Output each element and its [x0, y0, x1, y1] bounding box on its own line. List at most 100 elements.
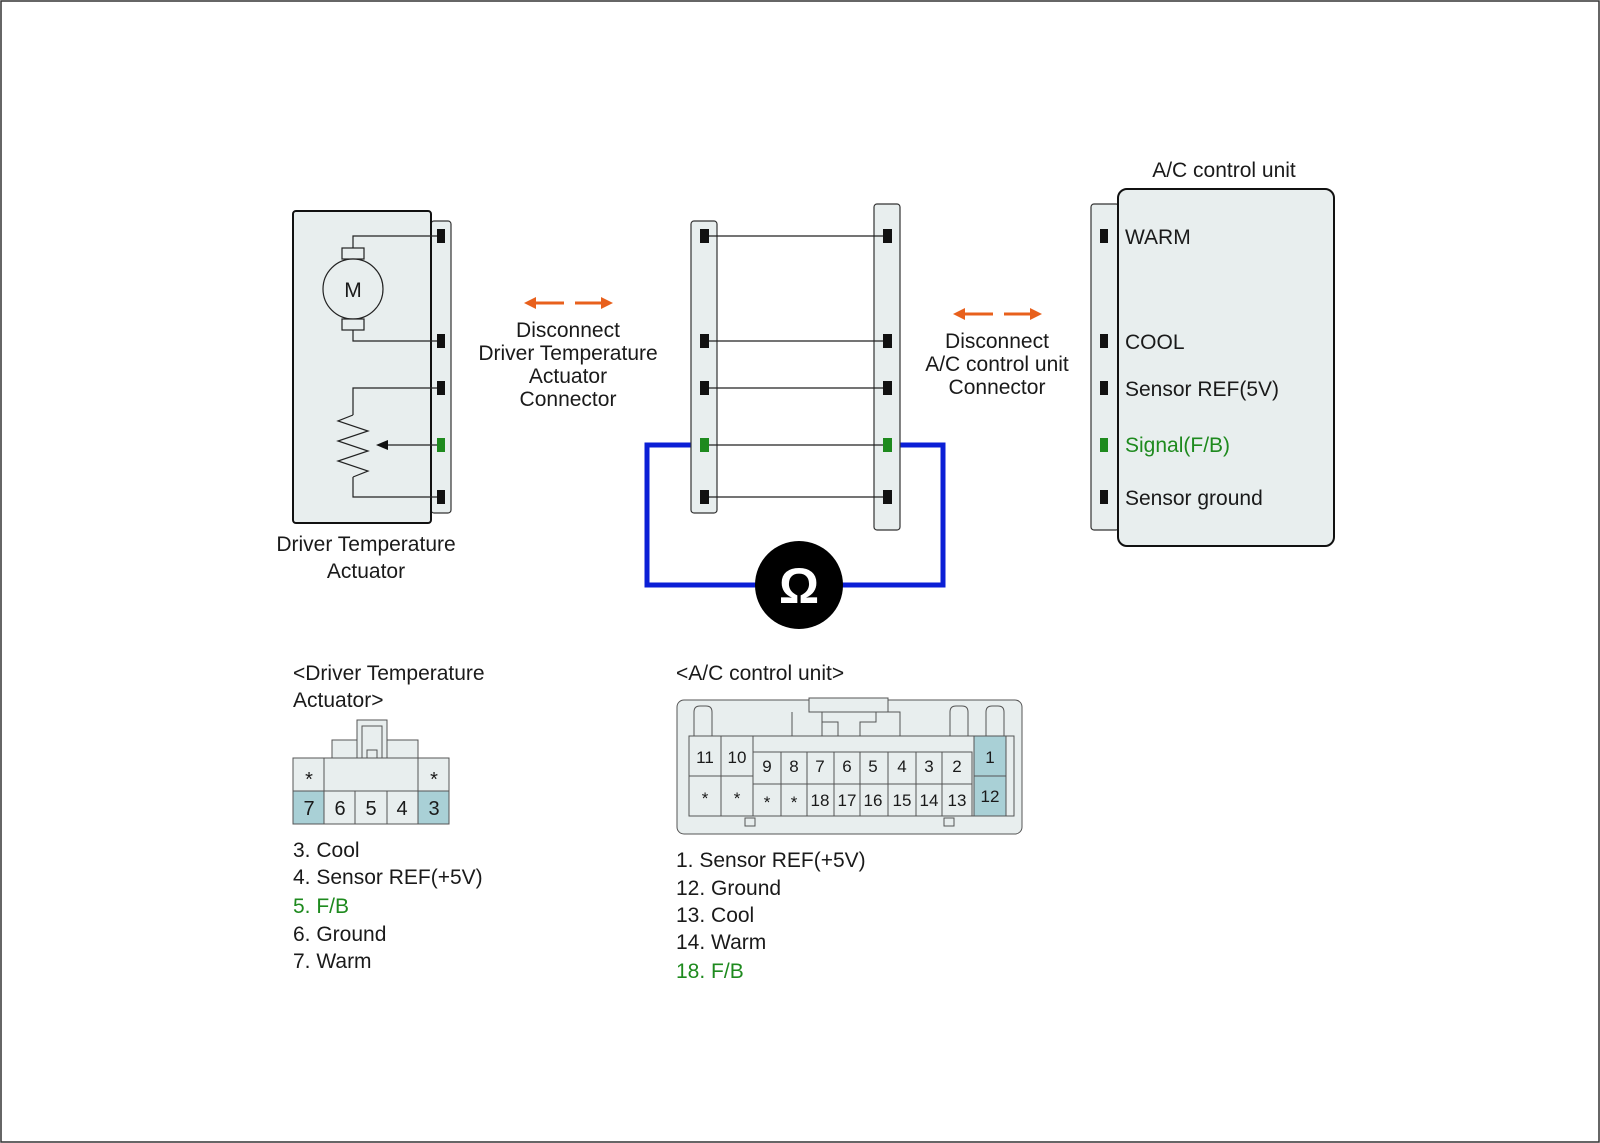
- disconnect-right-label: Disconnect A/C control unit Connector: [925, 330, 1069, 399]
- motor-symbol: M: [344, 279, 362, 302]
- harness-connector-right: [873, 203, 901, 531]
- driver-temperature-actuator: M Driver Temperature Actuator: [276, 210, 456, 583]
- ac-unit-pin: [1100, 381, 1108, 395]
- ac-legend-item: 12. Ground: [676, 877, 781, 900]
- actuator-cavity-5: [354, 790, 388, 825]
- harness-pin: [883, 229, 892, 243]
- terminal-signal-fb: Signal(F/B): [1125, 434, 1230, 457]
- ac-pin-number: *: [764, 793, 771, 812]
- terminal-sensor-ground: Sensor ground: [1125, 487, 1263, 510]
- harness-pin: [700, 334, 709, 348]
- motor-icon: M: [322, 235, 441, 342]
- harness-pin: [700, 229, 709, 243]
- ac-pin-number: 18: [811, 791, 830, 810]
- harness-pin: [883, 381, 892, 395]
- ac-legend-item: 14. Warm: [676, 931, 766, 954]
- meter-lead-right: [836, 442, 946, 588]
- ac-connector-title: <A/C control unit>: [676, 662, 844, 685]
- actuator-pin-number: 4: [396, 798, 407, 820]
- ac-pin-number: 16: [864, 791, 883, 810]
- ac-pin-number: 15: [893, 791, 912, 810]
- meter-lead-left: [644, 442, 762, 588]
- actuator-cavity-6: [323, 790, 356, 825]
- harness-pin: [700, 381, 709, 395]
- ohm-symbol: Ω: [779, 558, 819, 614]
- ac-pin-number: 10: [728, 748, 747, 767]
- actuator-cavity-4: [386, 790, 419, 825]
- actuator-pin: [437, 334, 445, 348]
- actuator-pin-number: 3: [428, 798, 439, 820]
- disconnect-right-line3: Connector: [949, 376, 1046, 399]
- disconnect-left-label: Disconnect Driver Temperature Actuator C…: [478, 319, 657, 411]
- actuator-cavity-7: [292, 790, 325, 825]
- ac-legend-item: 13. Cool: [676, 904, 754, 927]
- terminal-warm: WARM: [1125, 226, 1191, 249]
- ac-connector-face: <A/C control unit> 11 10 9 8 7: [676, 662, 1023, 983]
- ac-pin-number: 1: [985, 748, 994, 767]
- ac-pin-number: *: [702, 789, 709, 808]
- actuator-pin-feedback: [437, 438, 445, 452]
- ac-pin-number: 17: [838, 791, 857, 810]
- ac-pin-number: 13: [948, 791, 967, 810]
- actuator-pin-number: 7: [303, 798, 314, 820]
- ac-control-unit: A/C control unit WARM COOL Sensor REF(5V…: [1090, 159, 1335, 547]
- ac-pin-number: 12: [981, 787, 1000, 806]
- ac-pin-number: *: [791, 793, 798, 812]
- ac-unit-connector-strip: [1090, 203, 1120, 531]
- actuator-pin: [437, 229, 445, 243]
- ac-legend-item: 1. Sensor REF(+5V): [676, 849, 866, 872]
- actuator-legend-item-fb: 5. F/B: [293, 895, 349, 918]
- ac-unit-pin: [1100, 334, 1108, 348]
- ac-pin-number: 6: [842, 757, 851, 776]
- disconnect-left-line1: Disconnect: [516, 319, 620, 342]
- ac-pin-number: 9: [762, 757, 771, 776]
- wiring-harness: Ω: [644, 203, 946, 629]
- ac-pin-number: 2: [952, 757, 961, 776]
- harness-pin: [883, 490, 892, 504]
- harness-pin: [700, 490, 709, 504]
- ac-pin-number: 14: [920, 791, 939, 810]
- actuator-legend-item: 4. Sensor REF(+5V): [293, 866, 483, 889]
- harness-pin: [883, 334, 892, 348]
- actuator-pin-number: 6: [334, 798, 345, 820]
- harness-connector-left: [690, 220, 718, 514]
- disconnect-left-line4: Connector: [520, 388, 617, 411]
- ac-pin-number: 7: [815, 757, 824, 776]
- ac-pin-number: *: [734, 789, 741, 808]
- ac-connector-bottom-row: * * * * 18 17 16 15 14 13 12: [688, 775, 1007, 817]
- actuator-legend-item: 6. Ground: [293, 923, 386, 946]
- disconnect-left-arrows-icon: [524, 297, 613, 309]
- actuator-pin-number: 5: [365, 798, 376, 820]
- ac-connector-top-row: 11 10 9 8 7 6 5 4 3 2 1: [688, 735, 1007, 785]
- actuator-pin: [437, 490, 445, 504]
- harness-pin-feedback: [700, 438, 709, 452]
- ac-unit-pin: [1100, 490, 1108, 504]
- disconnect-left-line3: Actuator: [529, 365, 607, 388]
- actuator-connector-title-line2: Actuator>: [293, 689, 383, 712]
- ac-unit-pin-feedback: [1100, 438, 1108, 452]
- disconnect-right-line2: A/C control unit: [925, 353, 1069, 376]
- actuator-connector-face: <Driver Temperature Actuator> * * 7 6 5 …: [292, 662, 485, 973]
- disconnect-right-arrows-icon: [953, 308, 1042, 320]
- ac-legend-item-fb: 18. F/B: [676, 960, 744, 983]
- actuator-legend-item: 3. Cool: [293, 839, 360, 862]
- ac-pin-number: 3: [924, 757, 933, 776]
- actuator-cavity-blank: *: [305, 769, 313, 791]
- actuator-connector-title-line1: <Driver Temperature: [293, 662, 485, 685]
- disconnect-right-line1: Disconnect: [945, 330, 1049, 353]
- potentiometer-icon: [336, 387, 441, 498]
- actuator-cavity-3: [417, 790, 450, 825]
- ac-pin-number: 5: [868, 757, 877, 776]
- actuator-legend-item: 7. Warm: [293, 950, 372, 973]
- disconnect-left-line2: Driver Temperature: [478, 342, 657, 365]
- ac-unit-title: A/C control unit: [1152, 159, 1296, 182]
- actuator-cavity-blank: *: [430, 769, 438, 791]
- actuator-label-line2: Actuator: [327, 560, 405, 583]
- ac-unit-body: [1117, 188, 1335, 547]
- harness-pin-feedback: [883, 438, 892, 452]
- ac-pin-number: 8: [789, 757, 798, 776]
- ac-pin-number: 4: [897, 757, 906, 776]
- terminal-cool: COOL: [1125, 331, 1185, 354]
